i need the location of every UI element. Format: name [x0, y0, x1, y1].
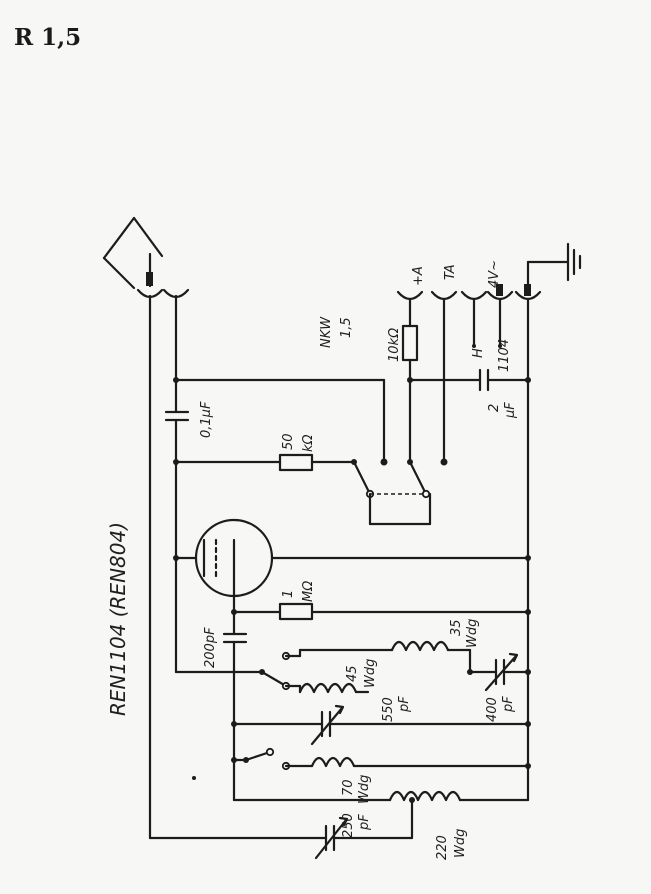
cap-2uf-val: 2	[487, 404, 502, 412]
coil-35wdg	[390, 640, 450, 652]
jack-4v	[486, 284, 514, 348]
jack-plus-a	[396, 290, 424, 328]
model-num-label: 1,5	[339, 317, 354, 338]
jack-ta	[430, 290, 458, 466]
antenna-symbol	[102, 216, 164, 290]
r10k-label: 10kΩ	[387, 328, 402, 362]
four-v-label: 4V~	[487, 260, 502, 288]
resistor-1m	[278, 602, 314, 621]
plus-a-label: +A	[411, 266, 426, 286]
jack-ground-right	[514, 284, 542, 802]
l70-val: 70	[341, 779, 356, 796]
cap-01uf-label: 0,1μF	[199, 401, 214, 438]
jack-h	[460, 290, 488, 348]
tube-symbol	[194, 518, 274, 614]
h-label: H	[471, 348, 486, 358]
c250-unit: pF	[357, 814, 372, 831]
c400-val: 400	[485, 697, 500, 722]
ground-symbol	[526, 242, 582, 286]
coil-70wdg	[310, 756, 356, 768]
tube-code-label: 1104	[497, 339, 512, 372]
tube-label: REN1104 (REN804)	[106, 522, 130, 716]
coil-220wdg	[388, 790, 462, 802]
r1m-unit: MΩ	[301, 581, 316, 602]
c250-val: 250	[341, 813, 356, 838]
capacitor-0-1uf	[164, 410, 190, 422]
cap-2uf-unit: μF	[503, 402, 518, 419]
r1m-val: 1	[281, 590, 296, 598]
c550-val: 550	[381, 697, 396, 722]
antenna-jack	[136, 288, 164, 302]
l45-unit: Wdg	[363, 659, 378, 688]
model-label: NKW	[319, 316, 334, 348]
l35-val: 35	[449, 619, 464, 636]
c550-unit: pF	[397, 696, 412, 713]
ta-label: TA	[443, 264, 458, 280]
c200pf-label: 200pF	[203, 627, 218, 668]
l220-val: 220	[435, 835, 450, 860]
coil-45wdg	[298, 682, 358, 694]
resistor-10k	[401, 324, 419, 362]
page-title: R 1,5	[14, 24, 82, 51]
wave-switch	[351, 459, 432, 526]
l45-val: 45	[345, 665, 360, 682]
resistor-50k	[278, 453, 314, 472]
r50k-unit: kΩ	[301, 434, 316, 452]
r50k-val: 50	[281, 433, 296, 450]
ground-jack-left	[162, 288, 190, 302]
l220-unit: Wdg	[453, 829, 468, 858]
l70-unit: Wdg	[357, 775, 372, 804]
c400-unit: pF	[501, 696, 516, 713]
l35-unit: Wdg	[465, 619, 480, 648]
